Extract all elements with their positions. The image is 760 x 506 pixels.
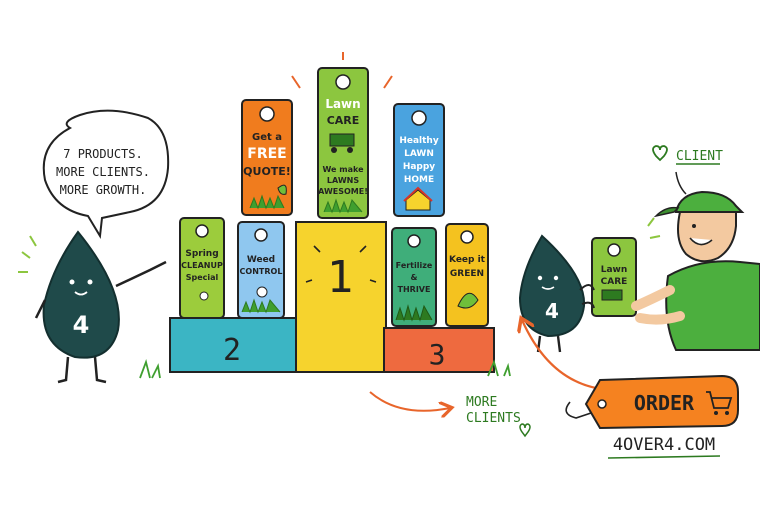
svg-text:THRIVE: THRIVE	[398, 285, 431, 294]
hanger-client: Lawn CARE	[579, 217, 661, 317]
podium: 2 1 3	[139, 221, 511, 379]
podium-third-number: 3	[429, 338, 446, 371]
hanger-keep-green: Keep it GREEN	[445, 223, 489, 327]
hanger-fertilize: Fertilize & THRIVE	[391, 227, 437, 327]
cart-icon	[706, 391, 733, 415]
order-tag: ORDER	[565, 374, 739, 430]
more-clients: MORE CLIENTS	[369, 391, 531, 438]
svg-text:CONTROL: CONTROL	[240, 267, 283, 276]
hanger-spring: Spring CLEANUP Special	[179, 217, 225, 319]
more-clients-line-1: MORE	[466, 395, 497, 410]
hanger-free-quote: Get a FREE QUOTE!	[241, 99, 293, 216]
svg-text:CARE: CARE	[327, 114, 360, 127]
arrow-icon	[369, 391, 450, 411]
svg-text:Fertilize: Fertilize	[396, 261, 433, 270]
cap	[674, 190, 745, 213]
podium-first	[295, 221, 387, 373]
client-label: CLIENT	[652, 145, 723, 195]
podium-third	[383, 327, 495, 373]
order-label: ORDER	[634, 391, 695, 415]
speech-line-2: MORE CLIENTS.	[56, 165, 150, 179]
svg-text:GREEN: GREEN	[450, 269, 484, 279]
svg-text:Keep it: Keep it	[449, 255, 486, 265]
svg-text:FREE: FREE	[247, 146, 286, 162]
svg-text:Lawn: Lawn	[601, 265, 628, 275]
svg-text:Happy: Happy	[403, 162, 435, 172]
svg-text:&: &	[411, 273, 418, 282]
svg-text:LAWN: LAWN	[404, 149, 434, 159]
site-url: 4OVER4.COM	[613, 435, 715, 455]
podium-second-number: 2	[223, 333, 241, 368]
svg-text:CLEANUP: CLEANUP	[181, 261, 223, 270]
hanger-healthy-lawn: Healthy LAWN Happy HOME	[393, 103, 445, 217]
arrow-to-client-icon	[522, 320, 597, 390]
heart-icon	[519, 423, 531, 438]
svg-text:Spring: Spring	[185, 249, 218, 259]
svg-text:HOME: HOME	[404, 175, 434, 185]
svg-text:Get a: Get a	[252, 132, 282, 143]
svg-text:We make: We make	[322, 165, 364, 174]
heart-icon	[652, 145, 668, 162]
svg-text:QUOTE!: QUOTE!	[243, 165, 291, 178]
svg-text:Special: Special	[186, 273, 219, 282]
speech-bubble: 7 PRODUCTS. MORE CLIENTS. MORE GROWTH.	[42, 109, 170, 240]
mascot-left-number: 4	[73, 311, 90, 339]
svg-text:Weed: Weed	[247, 255, 275, 265]
mascot-left: 4	[18, 230, 167, 384]
hanger-weed: Weed CONTROL	[237, 221, 285, 319]
more-clients-line-2: CLIENTS	[466, 411, 521, 426]
speech-line-3: MORE GROWTH.	[60, 183, 147, 197]
svg-text:Lawn: Lawn	[325, 97, 360, 111]
svg-text:CARE: CARE	[601, 277, 628, 287]
podium-second	[169, 317, 299, 373]
hanger-lawn-care: Lawn CARE We make LAWNS AWESOME!	[291, 52, 393, 219]
svg-text:LAWNS: LAWNS	[327, 176, 359, 185]
speech-line-1: 7 PRODUCTS.	[63, 147, 142, 161]
shirt	[665, 260, 760, 351]
podium-first-number: 1	[327, 252, 354, 303]
client-label-text: CLIENT	[676, 149, 723, 164]
mascot-right: 4	[518, 234, 586, 353]
svg-text:Healthy: Healthy	[399, 136, 439, 146]
svg-text:AWESOME!: AWESOME!	[318, 187, 368, 196]
mascot-right-number: 4	[545, 299, 559, 323]
client-person	[631, 190, 760, 351]
